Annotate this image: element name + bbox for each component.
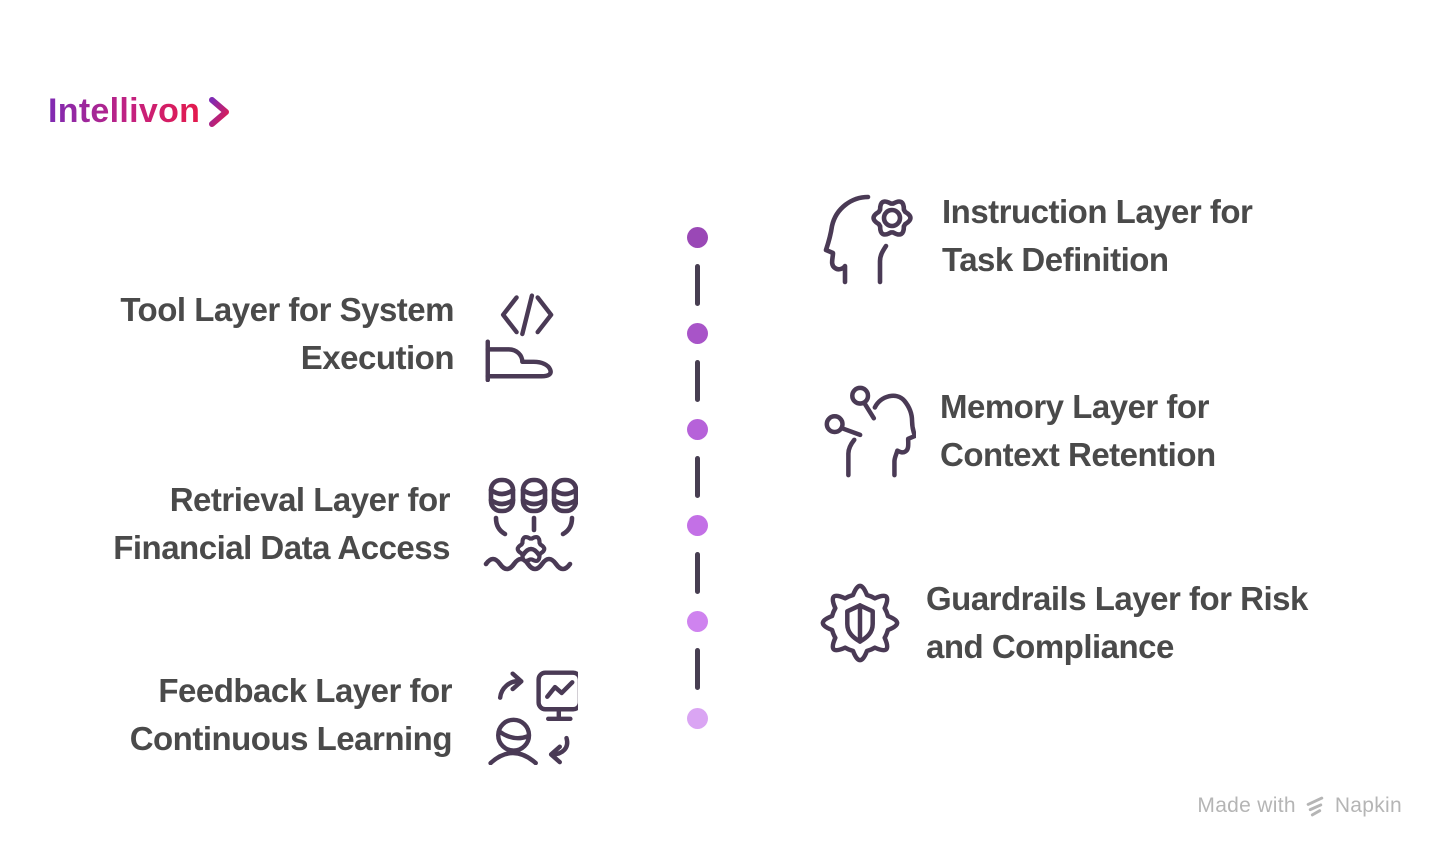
timeline-dot — [687, 418, 708, 440]
database-gear-icon — [478, 474, 578, 574]
timeline-connector — [695, 648, 700, 690]
feature-label: Tool Layer for System Execution — [120, 291, 454, 376]
timeline-dot — [687, 610, 708, 632]
timeline-dot — [687, 226, 708, 248]
brand-chevron-icon — [209, 96, 230, 127]
head-gear-icon — [818, 184, 918, 289]
timeline-dot — [687, 322, 708, 344]
napkin-logo-icon — [1306, 796, 1324, 816]
code-laptop-icon — [482, 286, 578, 382]
feature-item-feedback-layer: Feedback Layer for Continuous Learning — [48, 660, 578, 770]
timeline-dot — [687, 514, 708, 536]
feature-item-guardrails-layer: Guardrails Layer for Risk and Compliance — [818, 568, 1308, 678]
feedback-loop-icon — [480, 665, 578, 765]
feature-item-retrieval-layer: Retrieval Layer for Financial Data Acces… — [48, 469, 578, 579]
brand-logo: Intellivon — [48, 92, 233, 131]
timeline-connector — [695, 552, 700, 594]
footer-prefix: Made with — [1197, 794, 1296, 817]
feature-label: Guardrails Layer for Risk and Compliance — [926, 580, 1308, 665]
feature-label: Feedback Layer for Continuous Learning — [129, 672, 453, 757]
footer-brand: Napkin — [1334, 794, 1402, 817]
gear-shield-icon — [818, 574, 902, 672]
timeline-connector — [695, 456, 700, 498]
feature-item-memory-layer: Memory Layer for Context Retention — [818, 376, 1216, 486]
made-with-napkin: Made with Napkin — [1197, 794, 1402, 818]
mind-connections-icon — [818, 380, 916, 482]
timeline-connector — [695, 264, 700, 306]
timeline-dot — [687, 707, 708, 729]
feature-item-tool-layer: Tool Layer for System Execution — [48, 279, 578, 389]
feature-label: Retrieval Layer for Financial Data Acces… — [113, 481, 450, 566]
feature-label: Memory Layer for Context Retention — [940, 388, 1216, 473]
brand-name: Intellivon — [48, 92, 201, 130]
timeline-connector — [695, 360, 700, 402]
feature-item-instruction-layer: Instruction Layer for Task Definition — [818, 181, 1253, 291]
feature-label: Instruction Layer for Task Definition — [942, 193, 1253, 278]
